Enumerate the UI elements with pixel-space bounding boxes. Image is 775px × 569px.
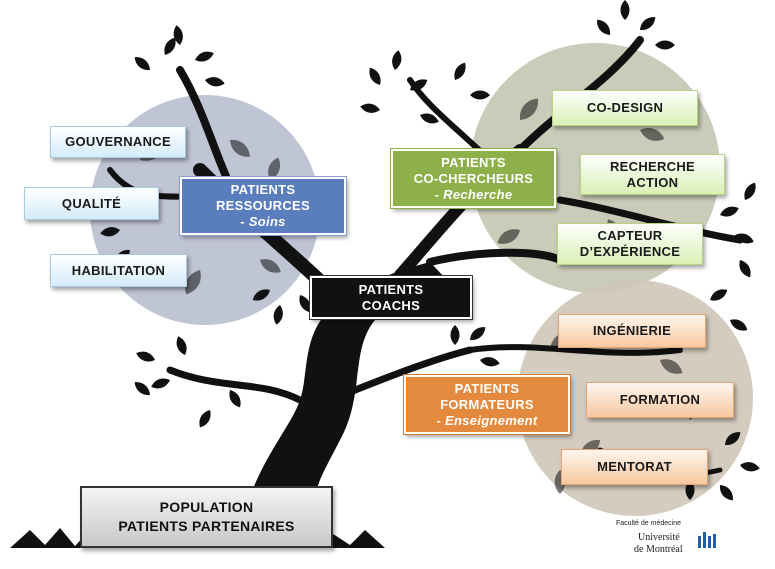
population-line1: POPULATION <box>159 499 254 515</box>
formation-box: FORMATION <box>586 382 734 418</box>
logo-faculty-text: Faculté de médecine <box>616 520 681 527</box>
codesign-label: CO-DESIGN <box>586 100 664 115</box>
udem-emblem-icon <box>698 532 716 548</box>
ingenierie-box: INGÉNIERIE <box>558 314 706 348</box>
patients-coachs-box: PATIENTS COACHS <box>309 275 473 320</box>
qualite-label: QUALITÉ <box>61 195 122 211</box>
patients-ressources-line2: RESSOURCES <box>215 198 311 213</box>
patients-coachs-line2: COACHS <box>361 297 421 313</box>
gouvernance-box: GOUVERNANCE <box>50 126 186 158</box>
patients-coachs-line1: PATIENTS <box>358 281 424 297</box>
habilitation-label: HABILITATION <box>71 262 166 278</box>
patients-formateurs-sub: - Enseignement <box>436 412 538 428</box>
recherche-action-line1: RECHERCHE <box>609 158 696 174</box>
qualite-box: QUALITÉ <box>24 187 159 220</box>
logo-university-line1: Université <box>638 532 680 543</box>
patients-cochercheurs-sub: - Recherche <box>434 186 513 202</box>
capteur-experience-line1: CAPTEUR <box>597 228 663 243</box>
population-box: POPULATION PATIENTS PARTENAIRES <box>80 486 333 548</box>
patients-cochercheurs-line1: PATIENTS <box>441 154 506 170</box>
patients-ressources-box: PATIENTS RESSOURCES - Soins <box>179 176 347 236</box>
gouvernance-label: GOUVERNANCE <box>65 134 171 149</box>
logo-university-line2: de Montréal <box>634 544 683 555</box>
mentorat-label: MENTORAT <box>597 459 672 474</box>
patients-ressources-line1: PATIENTS <box>230 182 296 197</box>
recherche-action-line2: ACTION <box>626 174 679 190</box>
patients-cochercheurs-line2: CO-CHERCHEURS <box>413 170 534 186</box>
codesign-box: CO-DESIGN <box>552 90 698 126</box>
formation-label: FORMATION <box>619 392 701 407</box>
capteur-experience-box: CAPTEUR D’EXPÉRIENCE <box>557 223 703 265</box>
patients-cochercheurs-box: PATIENTS CO-CHERCHEURS - Recherche <box>390 148 557 209</box>
ingenierie-label: INGÉNIERIE <box>592 323 672 338</box>
mentorat-box: MENTORAT <box>561 449 708 485</box>
universite-montreal-logo: Faculté de médecine Université de Montré… <box>616 520 726 560</box>
patients-ressources-sub: - Soins <box>240 214 286 229</box>
patients-formateurs-box: PATIENTS FORMATEURS - Enseignement <box>403 374 571 435</box>
recherche-action-box: RECHERCHE ACTION <box>580 154 725 195</box>
patients-formateurs-line1: PATIENTS <box>454 380 520 396</box>
habilitation-box: HABILITATION <box>50 254 187 287</box>
patients-formateurs-line2: FORMATEURS <box>440 396 534 412</box>
capteur-experience-line2: D’EXPÉRIENCE <box>579 244 681 259</box>
population-line2: PATIENTS PARTENAIRES <box>118 518 295 534</box>
